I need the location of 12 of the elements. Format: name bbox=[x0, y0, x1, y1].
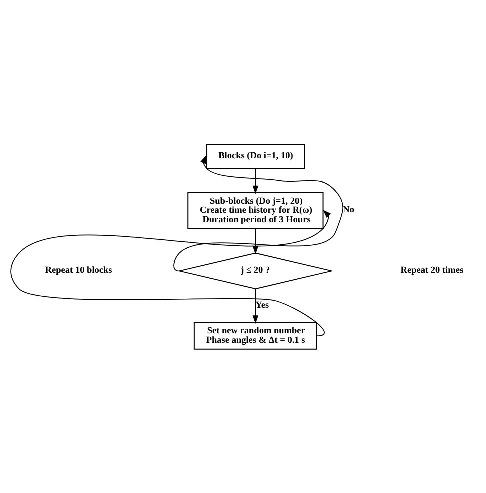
node-box: Blocks (Do i=1, 10) bbox=[206, 144, 306, 168]
arrow bbox=[174, 154, 344, 272]
node-diamond: j ≤ 20 ? bbox=[179, 252, 332, 290]
arrow bbox=[252, 288, 259, 324]
arrow bbox=[10, 209, 331, 336]
arrow bbox=[252, 168, 259, 194]
label: Repeat 20 times bbox=[400, 265, 464, 276]
node-box: Set new random number Phase angles & Δt = 0.1 s bbox=[194, 322, 318, 350]
edge-label: Yes bbox=[256, 300, 270, 310]
node-box: Sub-blocks (Do j=1, 20) Create time history for R(ω) Duration period of 3 Hours bbox=[188, 192, 324, 229]
edge-label: No bbox=[343, 205, 354, 216]
label: Repeat 10 blocks bbox=[45, 265, 112, 276]
